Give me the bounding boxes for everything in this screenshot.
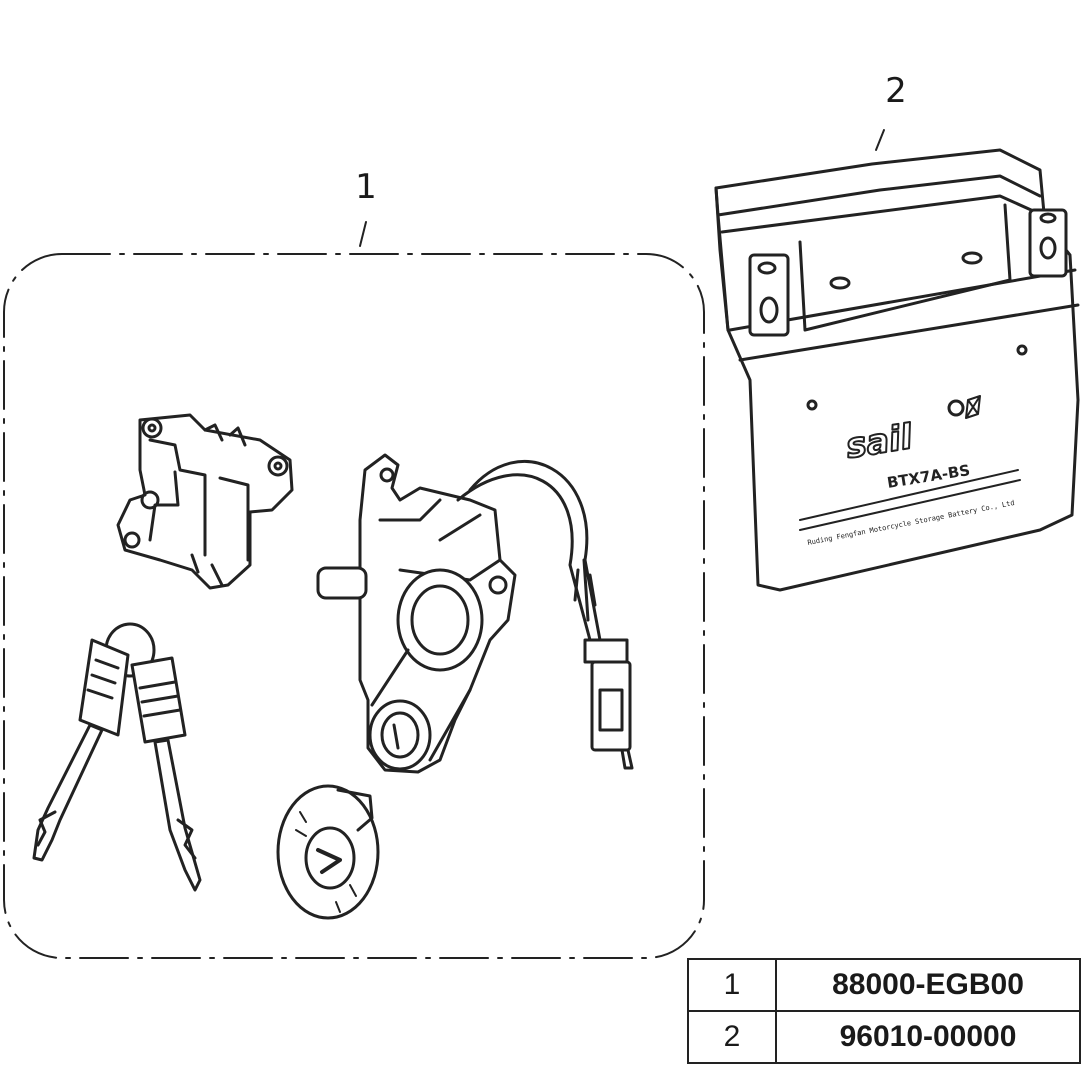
parts-table: 1 88000-EGB00 2 96010-00000 bbox=[687, 958, 1081, 1064]
ignition-switch bbox=[316, 453, 634, 774]
leader-line-1 bbox=[359, 221, 367, 247]
table-row: 1 88000-EGB00 bbox=[687, 958, 1081, 1012]
key-set bbox=[32, 622, 202, 892]
item-number: 2 bbox=[687, 1010, 777, 1064]
key-cover-cap bbox=[276, 784, 380, 920]
table-row: 2 96010-00000 bbox=[687, 1010, 1081, 1064]
callout-label-2: 2 bbox=[870, 66, 922, 128]
seat-lock-bracket bbox=[116, 413, 294, 590]
item-number: 1 bbox=[687, 958, 777, 1012]
part-number: 96010-00000 bbox=[775, 1010, 1081, 1064]
kit-boundary bbox=[3, 253, 705, 959]
leader-line-2 bbox=[875, 129, 885, 151]
part-number: 88000-EGB00 bbox=[775, 958, 1081, 1012]
battery: sail BTX7A-BS Ruding Fengfan Motorcycle … bbox=[714, 148, 1080, 592]
callout-label-1: 1 bbox=[341, 162, 391, 218]
